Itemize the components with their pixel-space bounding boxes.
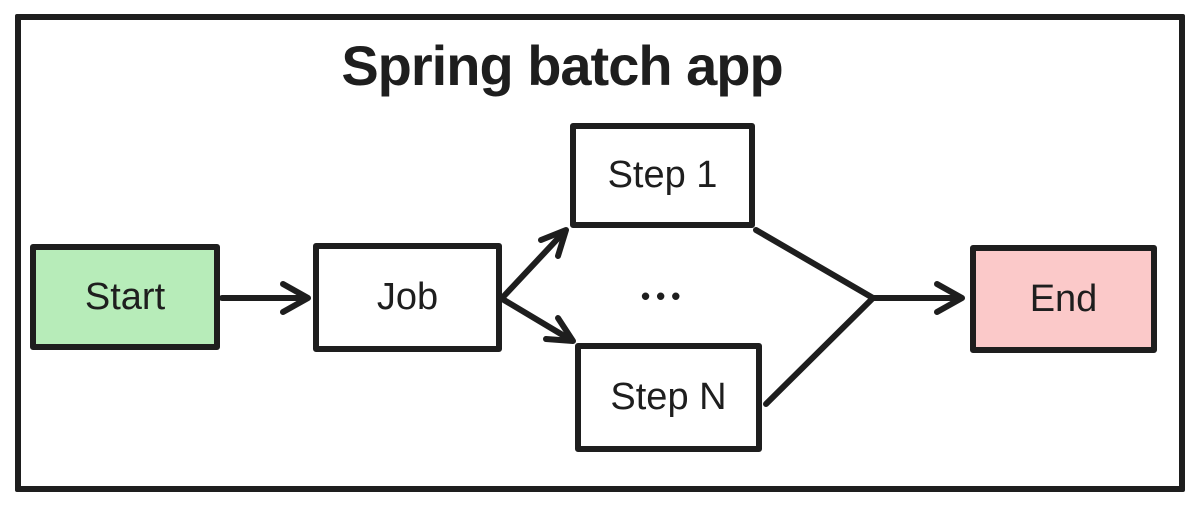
node-start-label: Start	[84, 275, 166, 318]
edge-stepn-merge	[763, 295, 876, 407]
node-step-n-label: Step N	[610, 376, 727, 418]
node-end: End	[970, 245, 1157, 353]
node-end-label: End	[1029, 277, 1098, 320]
arrowhead-start-job	[280, 281, 311, 315]
edge-step1-merge	[753, 227, 876, 301]
node-step-n: Step N	[575, 343, 762, 452]
node-start: Start	[30, 244, 220, 350]
steps-ellipsis: •••	[641, 281, 687, 311]
arrowhead-job-stepn	[543, 315, 576, 344]
node-job-label: Job	[376, 276, 439, 318]
arrowhead-job-step1	[538, 227, 569, 259]
arrowhead-merge-end	[934, 281, 965, 315]
node-step-1: Step 1	[570, 123, 755, 228]
edge-job-step1	[501, 229, 567, 299]
node-step-1-label: Step 1	[607, 154, 718, 196]
diagram-title: Spring batch app	[341, 34, 783, 97]
node-job: Job	[313, 243, 502, 352]
edge-job-stepn	[501, 297, 574, 343]
